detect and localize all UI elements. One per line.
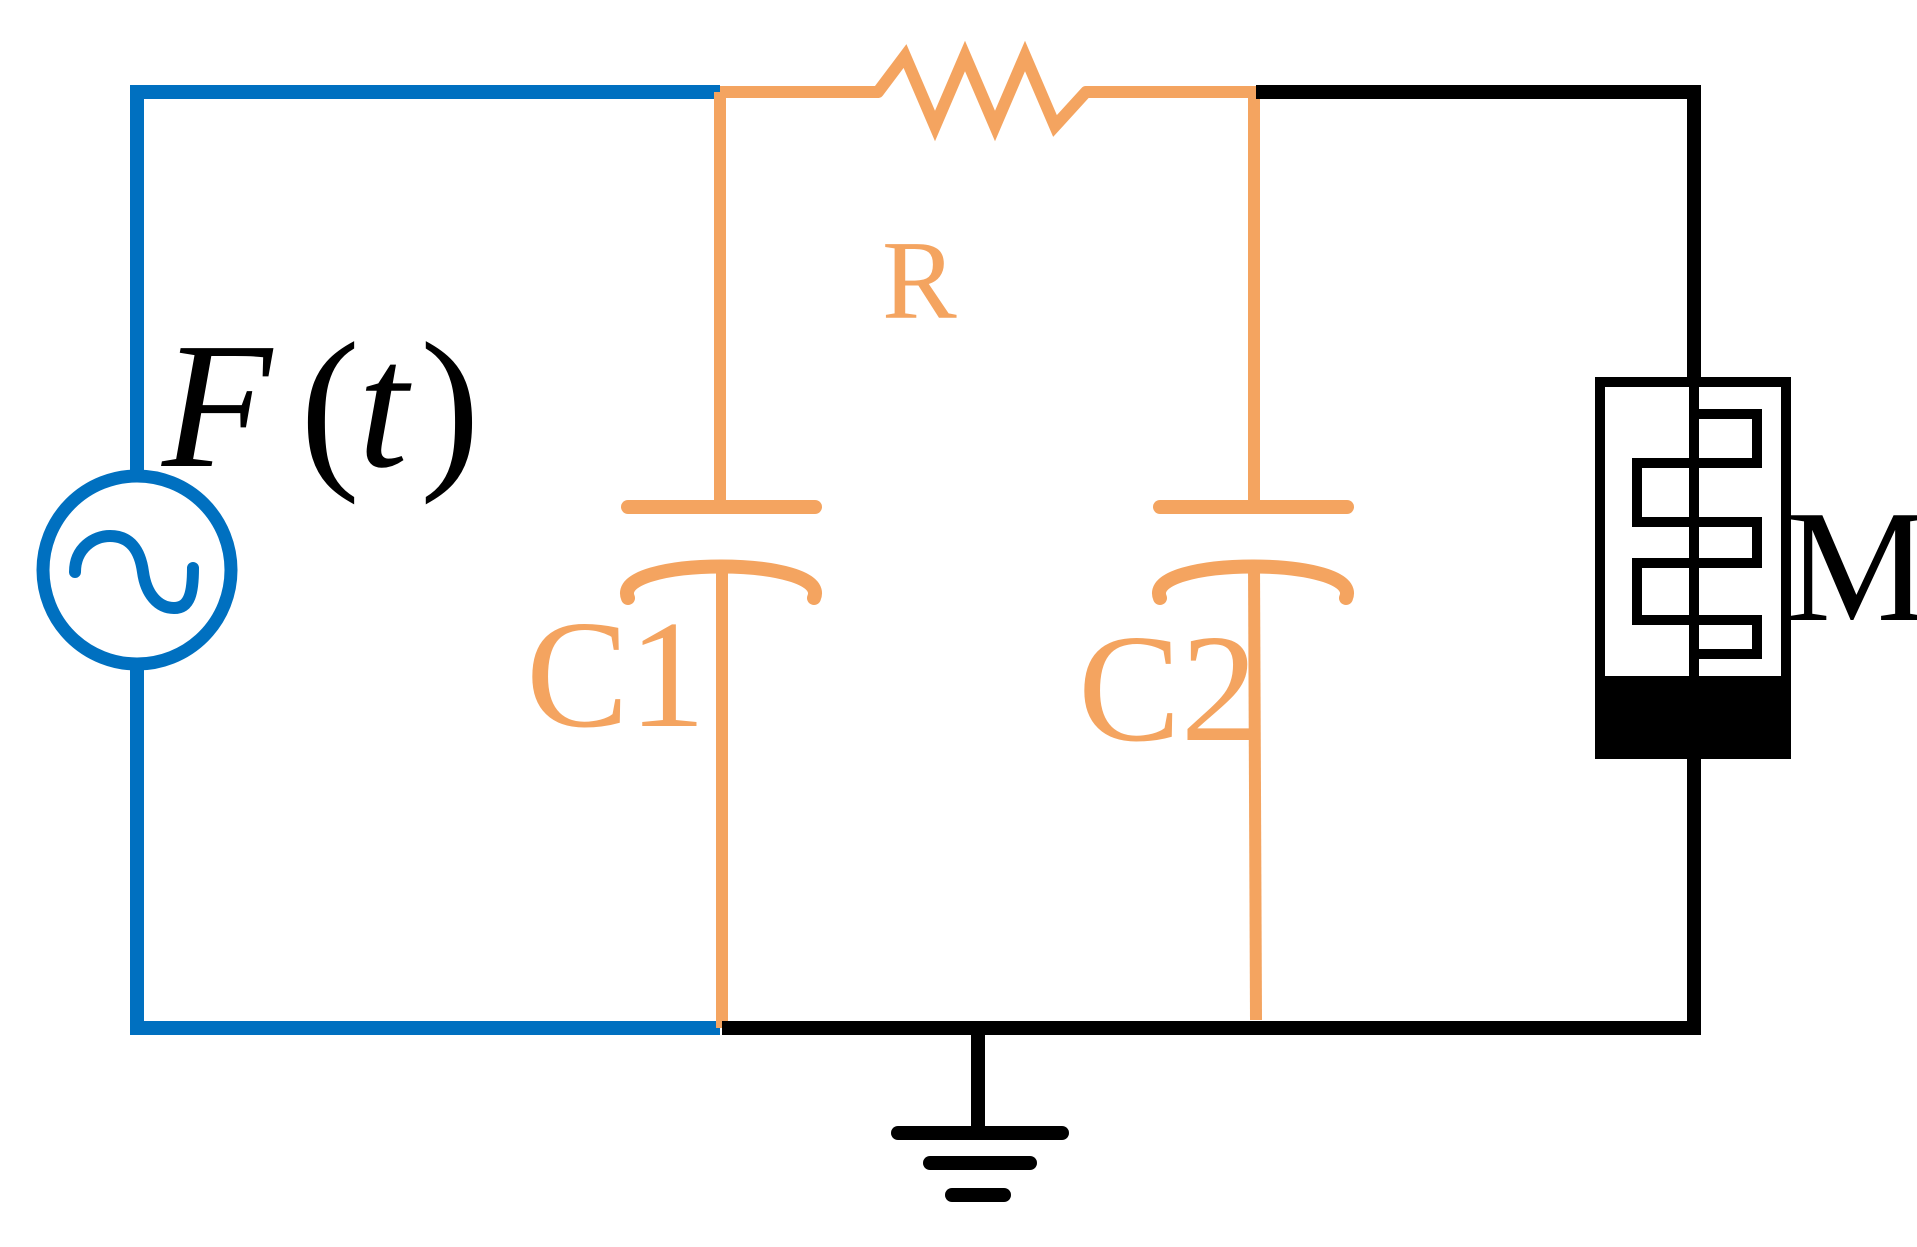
c1-curved-plate xyxy=(620,559,822,605)
capacitor-c1 xyxy=(620,500,822,605)
resistor-icon xyxy=(872,40,1092,142)
device-finger-electrode-icon xyxy=(1632,382,1762,678)
c2-curved-plate xyxy=(1152,559,1354,605)
sine-wave-icon xyxy=(69,529,199,615)
source-label-t: t xyxy=(358,306,412,505)
source-label-open-paren: ( xyxy=(300,306,360,505)
device-bottom-wire xyxy=(722,752,1701,1035)
device-top-wire xyxy=(1256,85,1701,380)
ground-wires xyxy=(722,85,1701,1130)
c2-bottom-lead xyxy=(1248,564,1262,1021)
capacitor-c2 xyxy=(1152,500,1354,605)
capacitor-c2-label: C2 xyxy=(1078,604,1258,774)
source-top-wire xyxy=(130,85,720,476)
capacitor-c1-label: C1 xyxy=(526,590,706,760)
ground-icon xyxy=(891,1126,1069,1202)
source-wires xyxy=(130,85,720,1035)
source-bottom-wire xyxy=(130,665,720,1035)
interdigitated-device xyxy=(1595,377,1791,759)
device-base xyxy=(1600,676,1786,754)
passive-wires xyxy=(714,86,1262,1028)
source-label: F ( t ) xyxy=(161,306,480,505)
source-label-close-paren: ) xyxy=(420,306,480,505)
resistor-label: R xyxy=(882,219,957,343)
ac-source xyxy=(36,469,238,671)
ac-source-circle xyxy=(36,469,238,671)
device-label: M xyxy=(1786,477,1917,655)
source-label-f: F xyxy=(161,306,274,505)
